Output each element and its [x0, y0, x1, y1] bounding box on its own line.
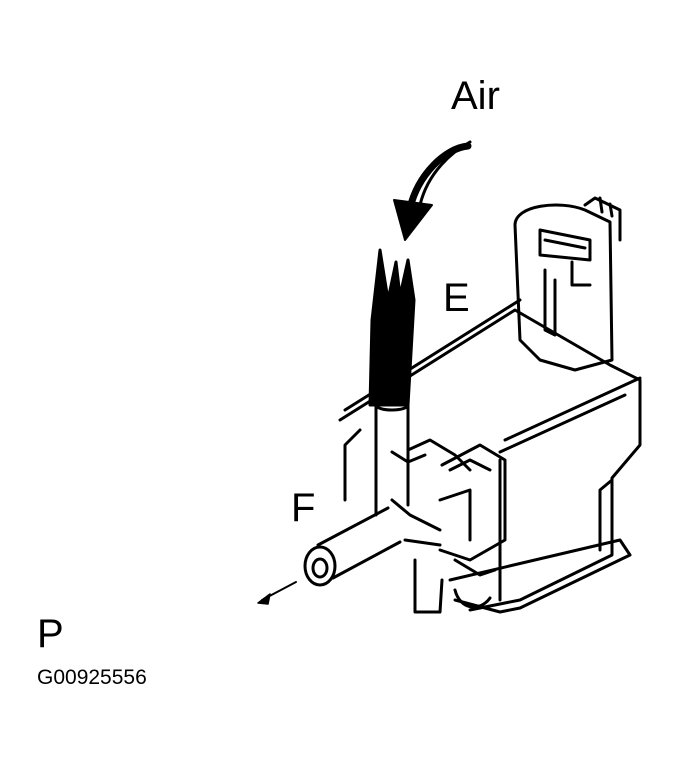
- air-arrow: [393, 140, 472, 241]
- valve-body: [338, 298, 642, 612]
- port-tube-vertical: [374, 398, 410, 517]
- port-f-label: F: [291, 486, 316, 530]
- port-tube-f: [303, 506, 402, 587]
- clip: [438, 443, 507, 577]
- tube-joint: [390, 450, 442, 547]
- electrical-connector: [513, 196, 622, 372]
- flow-letter-label: P: [37, 612, 64, 656]
- mounting-bracket: [413, 538, 632, 614]
- figure-code: G00925556: [37, 666, 147, 689]
- port-e-label: E: [443, 276, 470, 320]
- air-label: Air: [451, 74, 500, 118]
- air-jet: [368, 248, 416, 407]
- flow-arrow: [257, 581, 297, 605]
